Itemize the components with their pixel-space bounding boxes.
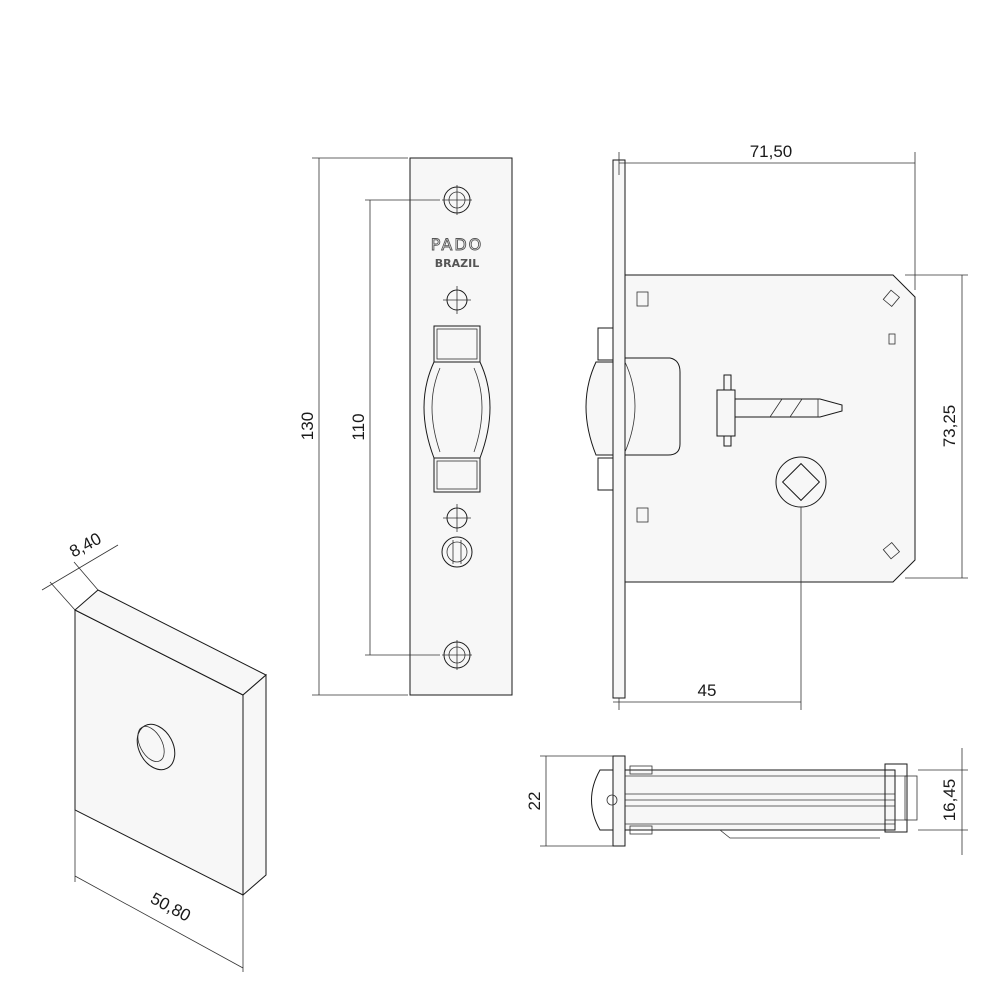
brand-country: BRAZIL bbox=[435, 257, 479, 270]
top-view-latch-pin bbox=[606, 794, 618, 806]
latch-bolt bbox=[423, 325, 491, 493]
top-view-tab-bottom bbox=[629, 825, 653, 835]
lock-case bbox=[624, 274, 916, 583]
dim-8-40-ext-left bbox=[49, 581, 76, 611]
screw-hole-top bbox=[442, 185, 472, 215]
screw-hole-upper bbox=[443, 286, 471, 314]
dim-45-label: 45 bbox=[698, 681, 717, 700]
rosette-hole-inner bbox=[137, 726, 165, 762]
lock-body-view: 71,50 73,25 45 bbox=[585, 142, 968, 710]
dim-22-label: 22 bbox=[525, 792, 544, 811]
dim-8-40-line bbox=[41, 544, 119, 591]
top-view-lever-edge bbox=[719, 829, 880, 839]
top-view-faceplate bbox=[612, 755, 626, 847]
dim-130-label: 130 bbox=[298, 412, 317, 440]
faceplate-view: PADO BRAZIL bbox=[298, 157, 513, 696]
dim-73-25-label: 73,25 bbox=[940, 405, 959, 448]
rosette-side-face bbox=[242, 673, 267, 897]
screw-hole-bottom bbox=[442, 640, 472, 670]
screw-hole-lower bbox=[443, 504, 471, 532]
top-view-tab-top bbox=[629, 765, 653, 775]
faceplate bbox=[409, 157, 513, 696]
dim-71-50-label: 71,50 bbox=[750, 142, 793, 161]
dim-50-80-line bbox=[74, 875, 244, 969]
dim-50-80-label: 50,80 bbox=[147, 889, 193, 926]
dim-110-label: 110 bbox=[349, 413, 368, 440]
front-plate-edge bbox=[612, 159, 626, 699]
top-view-end-cap bbox=[904, 775, 918, 821]
lock-top-view: 22 16,45 bbox=[525, 748, 968, 855]
lever-bar bbox=[716, 374, 843, 447]
dim-16-45-label: 16,45 bbox=[940, 779, 959, 822]
dim-8-40-ext-right bbox=[73, 561, 99, 591]
case-slot-bottom-right bbox=[882, 541, 901, 560]
case-slot-top-left bbox=[636, 291, 649, 307]
top-view-end-block bbox=[884, 763, 908, 833]
top-view-latch bbox=[591, 769, 614, 831]
brand-logo: PADO bbox=[431, 235, 483, 254]
case-slot-bottom-left bbox=[636, 507, 649, 523]
rosette-hole bbox=[136, 723, 176, 771]
cylinder-hole bbox=[441, 536, 473, 568]
case-notch bbox=[888, 333, 896, 345]
rosette-view: 8,40 50,80 bbox=[41, 529, 267, 972]
latch-mechanism bbox=[585, 327, 681, 491]
case-slot-top-right bbox=[882, 289, 901, 308]
